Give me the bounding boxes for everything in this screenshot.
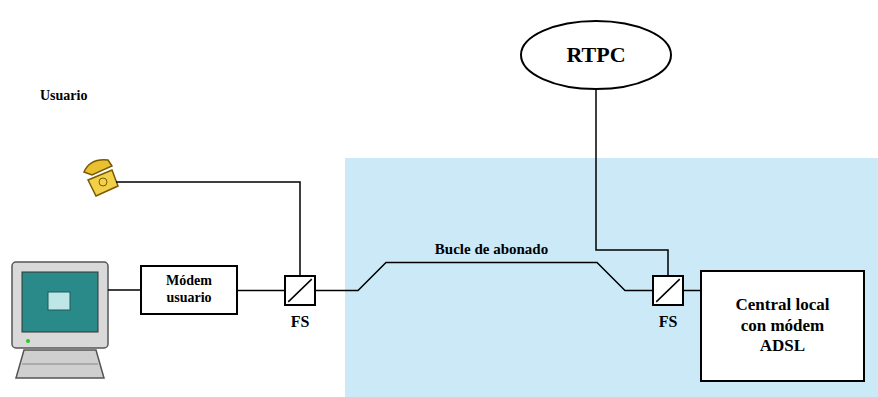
splitter-symbol — [654, 277, 682, 304]
network-ellipse: RTPC — [520, 20, 672, 90]
line-connector — [238, 290, 284, 292]
modem-box: Módem usuario — [140, 265, 238, 315]
line-connector — [684, 290, 700, 292]
splitter-box: FS — [284, 275, 316, 306]
splitter-label: FS — [291, 312, 310, 331]
exchange-box: Central local con módem ADSL — [700, 270, 865, 382]
user-label: Usuario — [40, 88, 87, 104]
splitter-box: FS — [652, 275, 684, 306]
node-label: Módem usuario — [142, 270, 236, 310]
telephone-icon — [84, 160, 118, 196]
line-label: Bucle de abonado — [432, 241, 551, 258]
splitter-label: FS — [659, 312, 678, 331]
node-label: Central local con módem ADSL — [731, 292, 834, 359]
computer-icon — [12, 262, 108, 378]
computer-wire — [108, 289, 140, 291]
node-label: RTPC — [566, 42, 625, 68]
splitter-symbol — [286, 277, 314, 304]
line-connector — [596, 90, 668, 275]
line-connector — [316, 263, 652, 291]
phone-wire — [116, 182, 300, 275]
